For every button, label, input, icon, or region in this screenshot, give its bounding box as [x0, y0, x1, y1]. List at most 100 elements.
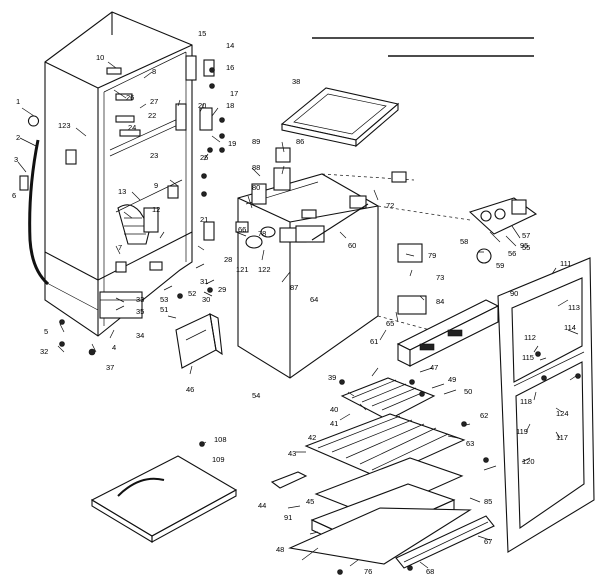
- callout-113: 113: [568, 303, 580, 312]
- callout-5: 5: [44, 327, 48, 336]
- callout-38: 38: [292, 77, 300, 86]
- callout-15: 15: [198, 29, 206, 38]
- callout-48: 48: [276, 545, 284, 554]
- callout-123: 123: [58, 121, 71, 130]
- part-46-panel: [175, 313, 223, 369]
- callout-87: 87: [290, 283, 298, 292]
- callout-10: 10: [96, 53, 104, 62]
- callout-86: 86: [296, 137, 304, 146]
- callout-68: 68: [426, 567, 434, 576]
- callout-62: 62: [480, 411, 488, 420]
- header-rules: [312, 37, 534, 57]
- callout-46: 46: [186, 385, 194, 394]
- callout-121: 121: [236, 265, 249, 274]
- callout-95: 95: [520, 241, 528, 250]
- part-40-shelf: [340, 377, 436, 421]
- callout-2: 2: [16, 133, 20, 142]
- callout-109: 109: [212, 455, 225, 464]
- callout-80: 80: [252, 183, 260, 192]
- callout-12: 12: [152, 205, 160, 214]
- crisper-pans: [270, 457, 495, 569]
- callout-53: 53: [160, 295, 168, 304]
- part-38-shelf-panel: [280, 87, 400, 148]
- callout-44: 44: [258, 501, 266, 510]
- callout-122: 122: [258, 265, 271, 274]
- callout-112: 112: [524, 333, 536, 342]
- callout-1: 1: [16, 97, 20, 106]
- callout-4: 4: [112, 343, 116, 352]
- callout-23: 23: [150, 151, 158, 160]
- callout-63: 63: [466, 439, 474, 448]
- callout-40: 40: [330, 405, 338, 414]
- callout-119: 119: [516, 427, 528, 436]
- callout-115: 115: [522, 353, 534, 362]
- callout-35: 35: [136, 307, 144, 316]
- callout-16: 16: [226, 63, 234, 72]
- callout-30: 30: [202, 295, 210, 304]
- callout-56: 56: [508, 249, 516, 258]
- callout-78: 78: [258, 229, 266, 238]
- part-109-drip-tray: [90, 455, 238, 543]
- part-90-crisper-frame: [396, 299, 500, 367]
- callout-13: 13: [118, 187, 126, 196]
- callout-118: 118: [520, 397, 532, 406]
- callout-55: 55: [522, 243, 530, 252]
- callout-85: 85: [484, 497, 492, 506]
- callout-120: 120: [522, 457, 535, 466]
- door-frame: [497, 257, 595, 553]
- callout-65: 65: [386, 319, 394, 328]
- callout-89: 89: [252, 137, 260, 146]
- callout-88: 88: [252, 163, 260, 172]
- outer-cabinet: [19, 11, 215, 337]
- callout-20: 20: [198, 101, 206, 110]
- callout-24: 24: [128, 123, 136, 132]
- callout-14: 14: [226, 41, 234, 50]
- callout-43: 43: [288, 449, 296, 458]
- callout-3: 3: [14, 155, 18, 164]
- callout-58: 58: [460, 237, 468, 246]
- callout-124: 124: [556, 409, 569, 418]
- callout-51: 51: [160, 305, 168, 314]
- callout-54: 54: [252, 391, 260, 400]
- callout-26: 26: [126, 93, 134, 102]
- callout-114: 114: [564, 323, 576, 332]
- callout-60: 60: [348, 241, 356, 250]
- callout-47: 47: [430, 363, 438, 372]
- callout-41: 41: [330, 419, 338, 428]
- callout-67: 67: [484, 537, 492, 546]
- callout-32: 32: [40, 347, 48, 356]
- control-components: [235, 147, 427, 315]
- callout-6: 6: [12, 191, 16, 200]
- callout-8: 8: [152, 67, 156, 76]
- callout-17: 17: [230, 89, 238, 98]
- callout-29: 29: [218, 285, 226, 294]
- callout-22: 22: [148, 111, 156, 120]
- callout-25: 25: [200, 153, 208, 162]
- callout-57: 57: [522, 231, 530, 240]
- callout-79: 79: [428, 251, 436, 260]
- callout-49: 49: [448, 375, 456, 384]
- callout-52: 52: [188, 289, 196, 298]
- callout-111: 111: [560, 259, 571, 268]
- part-42-shelf: [304, 413, 466, 479]
- callout-84: 84: [436, 297, 444, 306]
- fasteners: [59, 67, 581, 575]
- callout-66: 66: [238, 225, 246, 234]
- callout-39: 39: [328, 373, 336, 382]
- callout-34: 34: [136, 331, 144, 340]
- callout-45: 45: [306, 497, 314, 506]
- callout-72: 72: [386, 201, 394, 210]
- callout-27: 27: [150, 97, 158, 106]
- callout-37: 37: [106, 363, 114, 372]
- callout-117: 117: [556, 433, 568, 442]
- control-box: [468, 197, 538, 264]
- callout-21: 21: [200, 215, 208, 224]
- inner-liner: [237, 173, 471, 379]
- callout-108: 108: [214, 435, 227, 444]
- callout-59: 59: [496, 261, 504, 270]
- callout-76: 76: [364, 567, 372, 576]
- callout-33: 33: [136, 295, 144, 304]
- callout-61: 61: [370, 337, 378, 346]
